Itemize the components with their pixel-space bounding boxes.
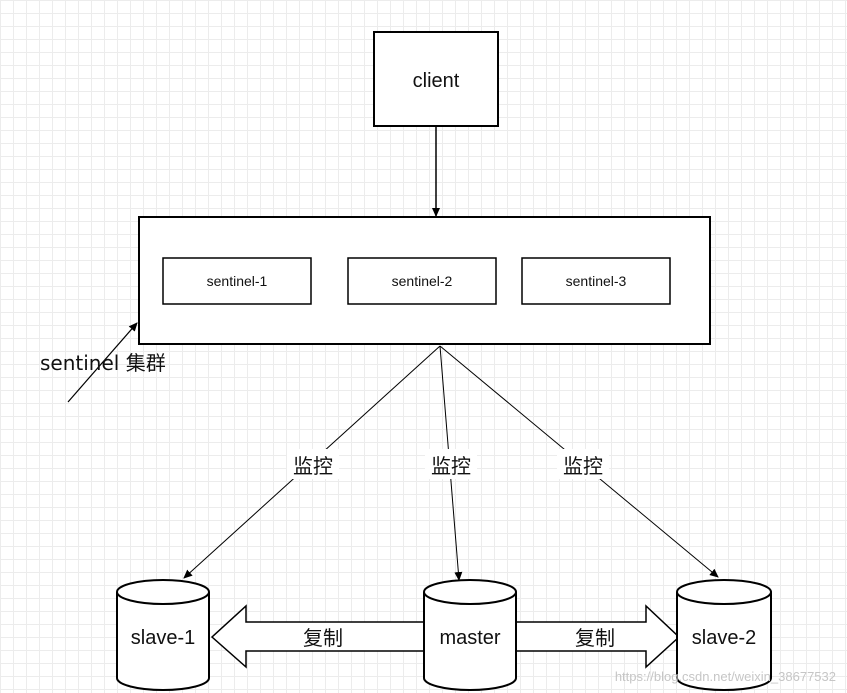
monitor-label-2: 监控	[431, 454, 471, 478]
slave-2-label: slave-2	[692, 627, 756, 649]
sentinel-2-label: sentinel-2	[392, 273, 453, 289]
master-label: master	[439, 627, 500, 649]
slave-1-label: slave-1	[131, 627, 195, 649]
slave-2-database: slave-2	[676, 579, 772, 691]
client-node: client	[373, 31, 499, 127]
monitor-label-1: 监控	[293, 454, 333, 478]
monitor-label-bg-3	[557, 449, 609, 479]
client-label: client	[413, 70, 460, 92]
replication-arrow-to-slave2	[513, 604, 681, 669]
cluster-label: sentinel 集群	[40, 351, 166, 375]
sentinel-1-label: sentinel-1	[207, 273, 268, 289]
monitor-label-3: 监控	[563, 454, 603, 478]
slave-1-database: slave-1	[116, 579, 210, 691]
monitor-label-bg-1	[287, 449, 339, 479]
sentinel-3-label: sentinel-3	[566, 273, 627, 289]
watermark-text: https://blog.csdn.net/weixin_38677532	[615, 669, 836, 684]
sentinel-node-2: sentinel-2	[347, 257, 497, 305]
sentinel-cluster: sentinel-1 sentinel-2 sentinel-3	[138, 216, 711, 345]
sentinel-node-3: sentinel-3	[521, 257, 671, 305]
replication-label-2: 复制	[575, 626, 615, 650]
cluster-annotation-arrow	[67, 322, 138, 403]
sentinel-node-1: sentinel-1	[162, 257, 312, 305]
monitor-label-bg-2	[425, 449, 477, 479]
master-database: master	[423, 579, 517, 691]
replication-label-1: 复制	[303, 626, 343, 650]
